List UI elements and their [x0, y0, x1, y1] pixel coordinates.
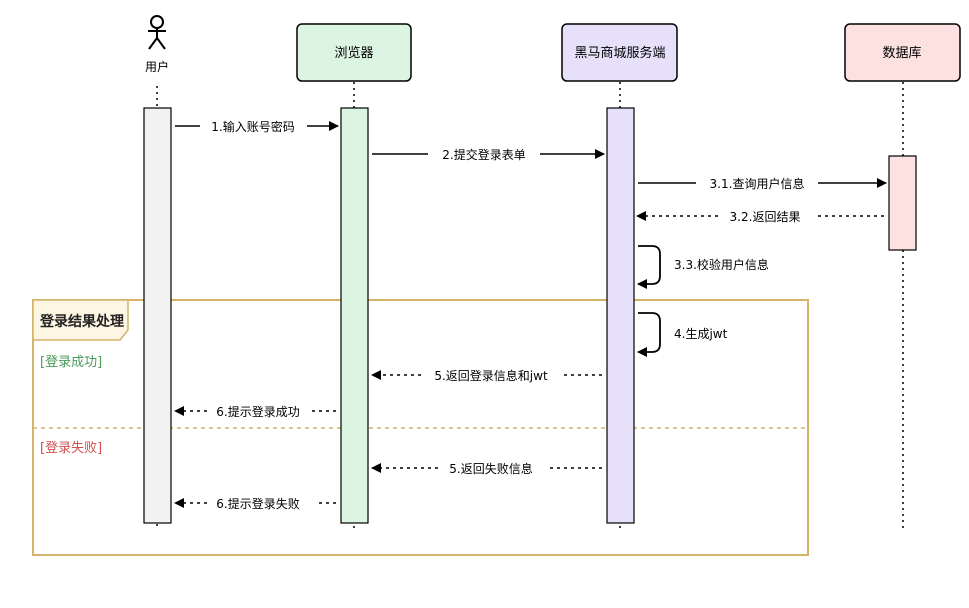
participant-label-server: 黑马商城服务端 [574, 45, 665, 61]
participant-label-user: 用户 [145, 59, 169, 74]
participant-browser: 浏览器 [296, 23, 412, 82]
message-label-4: 4.生成jwt [674, 327, 728, 341]
message-3-1: 3.1.查询用户信息 [638, 176, 887, 191]
message-5-success: 5.返回登录信息和jwt [371, 368, 602, 383]
activation-server [606, 107, 635, 524]
message-label-3-1: 3.1.查询用户信息 [710, 176, 805, 191]
alt-fragment: 登录结果处理 [登录成功] [登录失败] [32, 299, 809, 556]
message-label-5-failure: 5.返回失败信息 [449, 461, 532, 476]
fragment-title-tab [32, 299, 129, 341]
condition-success: [登录成功] [40, 355, 102, 370]
participant-label-browser: 浏览器 [334, 45, 373, 61]
message-label-3-3: 3.3.校验用户信息 [674, 257, 769, 272]
activation-user [143, 107, 172, 524]
message-6-success: 6.提示登录成功 [174, 404, 336, 419]
fragment-title: 登录结果处理 [39, 313, 124, 330]
message-label-2: 2.提交登录表单 [442, 147, 525, 162]
message-4: 4.生成jwt [637, 312, 728, 357]
message-6-failure: 6.提示登录失败 [174, 496, 336, 511]
message-1: 1.输入账号密码 [175, 119, 339, 134]
message-2: 2.提交登录表单 [372, 147, 605, 162]
condition-failure: [登录失败] [40, 441, 102, 456]
activation-browser [340, 107, 369, 524]
message-label-1: 1.输入账号密码 [211, 119, 294, 134]
message-label-6-failure: 6.提示登录失败 [216, 496, 299, 511]
actor-icon [148, 15, 166, 50]
message-label-6-success: 6.提示登录成功 [216, 404, 299, 419]
message-3-3: 3.3.校验用户信息 [637, 245, 769, 289]
message-label-3-2: 3.2.返回结果 [730, 210, 801, 224]
message-5-failure: 5.返回失败信息 [371, 461, 602, 476]
message-3-2: 3.2.返回结果 [636, 210, 884, 224]
participant-db: 数据库 [844, 23, 961, 82]
activation-db [888, 155, 917, 251]
participant-label-db: 数据库 [882, 45, 921, 61]
participant-user: 用户 [145, 15, 169, 74]
participant-server: 黑马商城服务端 [561, 23, 678, 82]
message-label-5-success: 5.返回登录信息和jwt [434, 368, 548, 383]
